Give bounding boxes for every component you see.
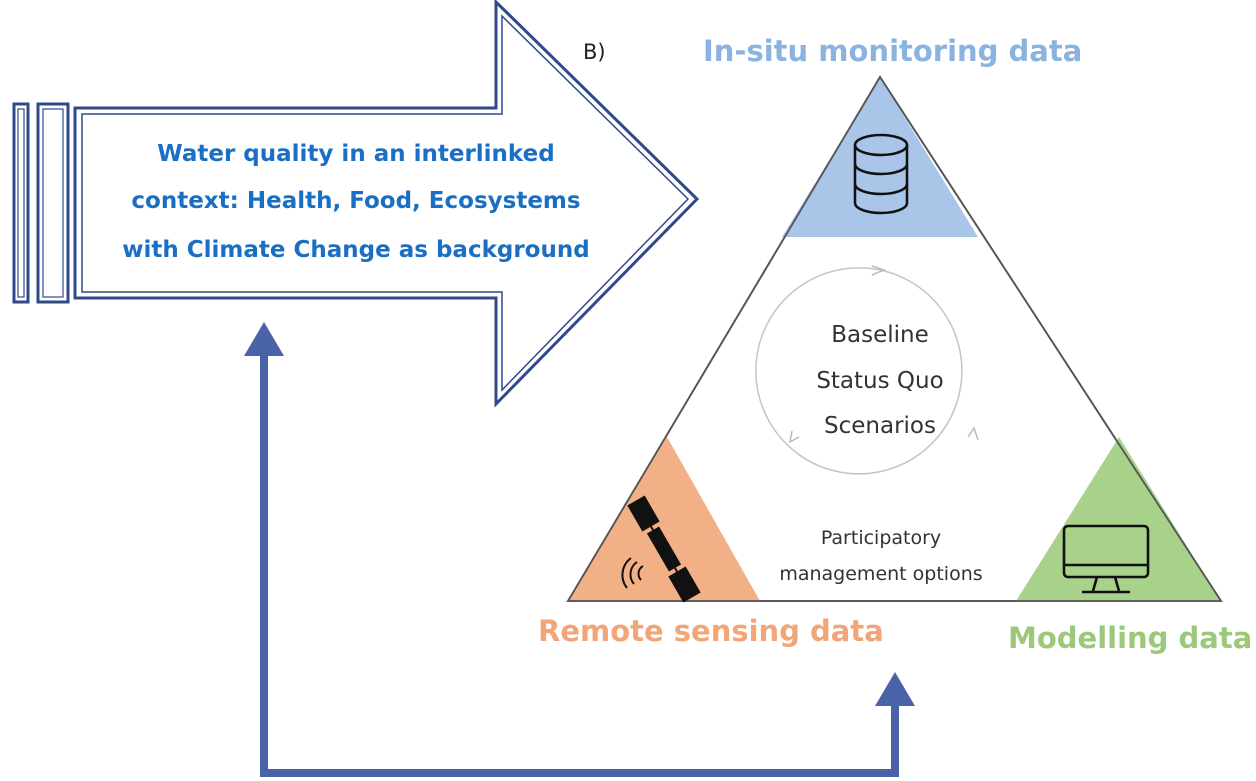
in-situ-label: In-situ monitoring data [703, 34, 1083, 68]
satellite-icon [621, 495, 701, 603]
remote-sensing-label: Remote sensing data [538, 614, 884, 648]
connector-arrowhead-left [244, 322, 284, 356]
connector-arrowhead-right [875, 672, 915, 706]
modelling-corner [1016, 437, 1221, 601]
arrow-text-line: context: Health, Food, Ecosystems [131, 188, 581, 214]
monitor-icon [1062, 524, 1150, 594]
cycle-text-baseline: Baseline [831, 322, 929, 348]
participatory-text: management options [779, 563, 983, 585]
cycle-text-scenarios: Scenarios [824, 413, 936, 439]
database-icon [853, 133, 909, 215]
modelling-label: Modelling data [1008, 621, 1253, 655]
panel-label: B) [583, 40, 606, 64]
cycle-circle [755, 265, 979, 475]
in-situ-corner [782, 77, 978, 237]
remote-sensing-corner [568, 437, 760, 601]
arrow-text-line: Water quality in an interlinked [157, 141, 555, 167]
context-arrow [12, 0, 700, 408]
feedback-connector [260, 356, 899, 777]
cycle-text-status-quo: Status Quo [816, 368, 944, 394]
participatory-text: Participatory [820, 527, 942, 549]
arrow-text-line: with Climate Change as background [122, 237, 590, 263]
